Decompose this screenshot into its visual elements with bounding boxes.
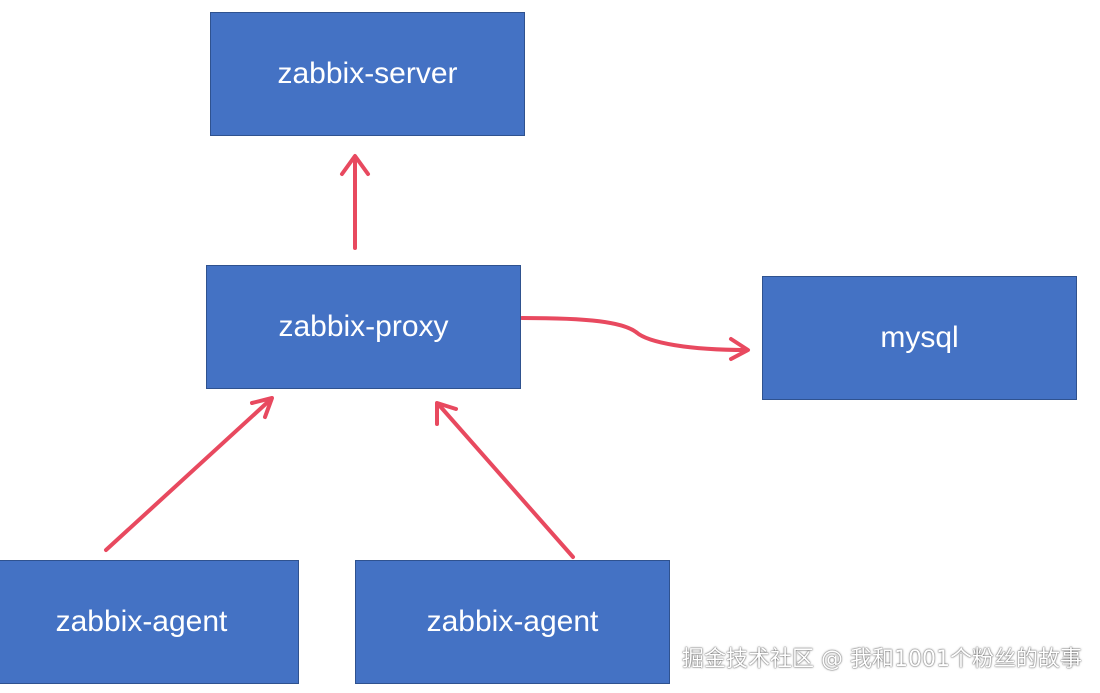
node-label: zabbix-agent — [55, 605, 228, 638]
arrowhead-proxy-right — [435, 401, 458, 426]
node-mysql: mysql — [762, 276, 1077, 400]
arrow-agent-left-to-proxy — [104, 398, 272, 552]
node-zabbix-server: zabbix-server — [210, 12, 525, 136]
node-zabbix-agent-right: zabbix-agent — [355, 560, 670, 684]
watermark: 掘金技术社区 @ 我和1001个粉丝的故事 — [682, 647, 1082, 672]
node-label: zabbix-agent — [426, 605, 599, 638]
node-label: zabbix-server — [277, 57, 458, 90]
node-zabbix-proxy: zabbix-proxy — [206, 265, 521, 389]
arrow-proxy-to-mysql — [520, 316, 748, 352]
node-label: mysql — [880, 321, 959, 354]
node-zabbix-agent-left: zabbix-agent — [0, 560, 299, 684]
arrowhead-server — [340, 154, 370, 176]
node-label: zabbix-proxy — [278, 310, 449, 343]
arrow-agent-right-to-proxy — [437, 403, 575, 559]
arrowhead-mysql — [729, 337, 750, 361]
arrowhead-proxy-left — [250, 396, 274, 419]
